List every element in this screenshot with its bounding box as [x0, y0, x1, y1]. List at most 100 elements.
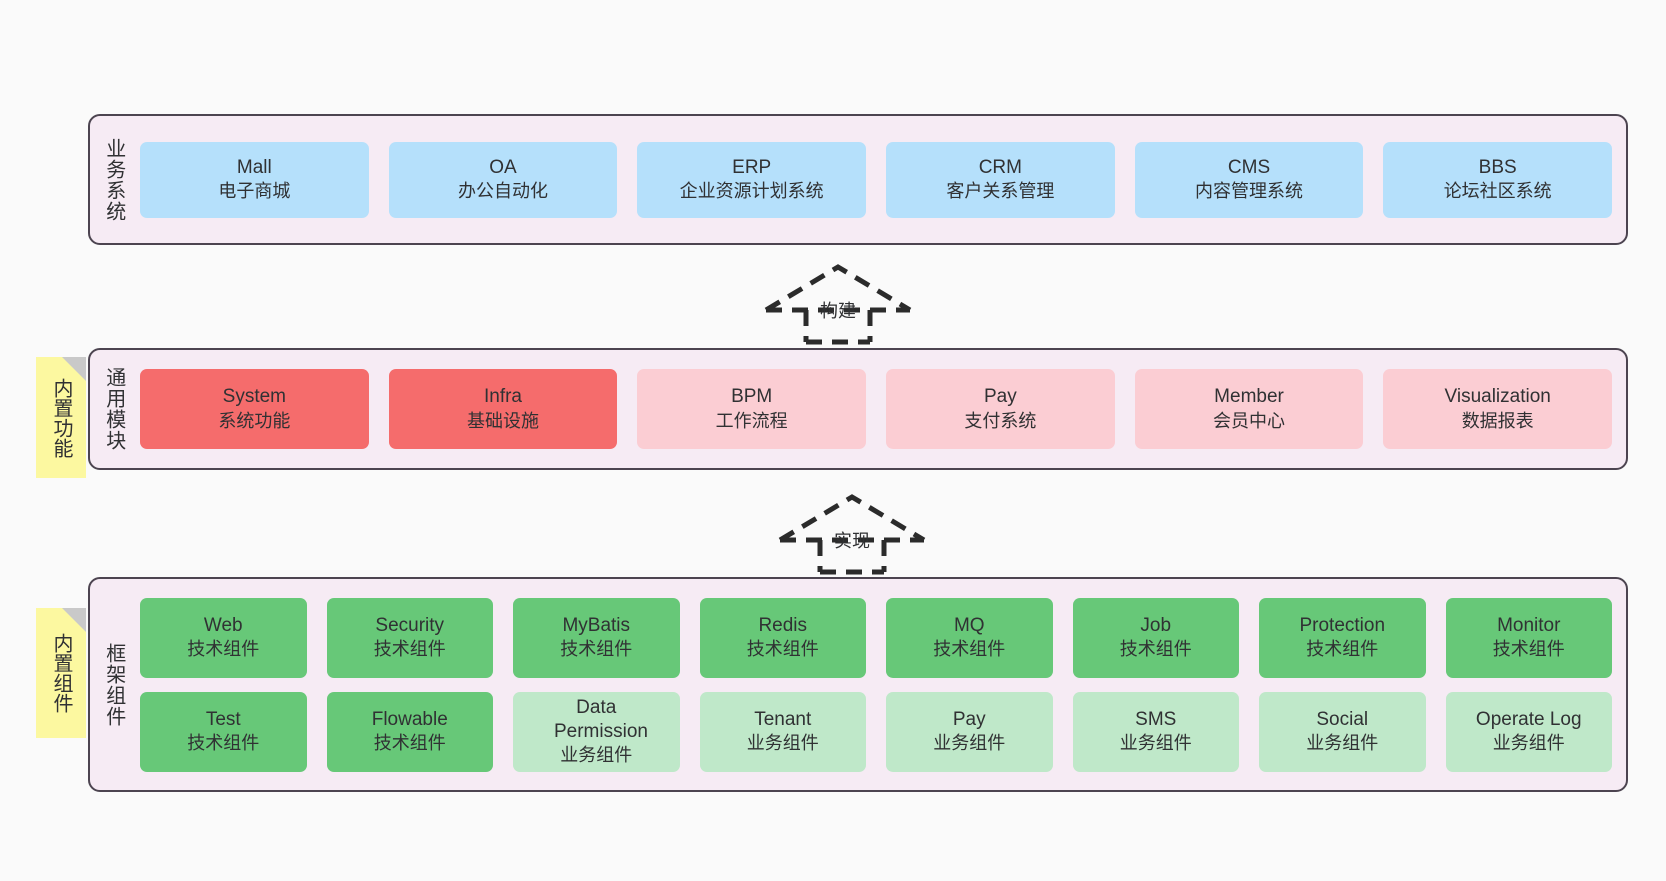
layer-framework-component: 框架组件 Web 技术组件 Security 技术组件 MyBatis 技术组件… [88, 577, 1628, 792]
note-fold-icon [62, 357, 86, 381]
card-desc: 工作流程 [715, 410, 788, 431]
layer-common-module: 通用模块 System 系统功能 Infra 基础设施 BPM 工作流程 Pay… [88, 348, 1628, 470]
card-name: Social [1316, 708, 1369, 730]
card-desc: 业务组件 [1119, 733, 1192, 754]
framework-card-mybatis[interactable]: MyBatis 技术组件 [513, 597, 680, 678]
card-desc: 内容管理系统 [1195, 181, 1304, 202]
framework-card-mq[interactable]: MQ 技术组件 [886, 597, 1053, 678]
framework-card-sms[interactable]: SMS 业务组件 [1072, 691, 1239, 772]
card-desc: 数据报表 [1461, 410, 1534, 431]
card-name: Mall [236, 156, 272, 178]
card-desc: 支付系统 [964, 410, 1037, 431]
card-name: SMS [1135, 708, 1177, 730]
layer-module-title: 通用模块 [102, 367, 125, 451]
business-card-cms[interactable]: CMS 内容管理系统 [1134, 141, 1364, 218]
card-name: Flowable [371, 708, 448, 730]
connector-build-label: 构建 [820, 301, 856, 321]
framework-card-pay[interactable]: Pay 业务组件 [886, 691, 1053, 772]
card-name: Visualization [1444, 386, 1551, 408]
framework-card-protection[interactable]: Protection 技术组件 [1259, 597, 1426, 678]
card-desc: 技术组件 [1306, 639, 1379, 660]
business-card-oa[interactable]: OA 办公自动化 [388, 141, 618, 218]
framework-card-job[interactable]: Job 技术组件 [1072, 597, 1239, 678]
card-name: Protection [1299, 614, 1386, 636]
arrow-stem [817, 540, 887, 575]
card-name: Operate Log [1475, 708, 1582, 730]
note-builtin-function: 内置功能 [36, 357, 86, 478]
note-label: 内置功能 [50, 377, 72, 458]
connector-build: 构建 [760, 262, 940, 345]
card-desc: 客户关系管理 [946, 181, 1055, 202]
framework-biz-row: Test 技术组件 Flowable 技术组件 Data Permission … [140, 691, 1612, 772]
card-name: Pay [952, 708, 986, 730]
framework-card-web[interactable]: Web 技术组件 [140, 597, 307, 678]
card-name: CRM [978, 156, 1022, 178]
layer-business-body: Mall 电子商城 OA 办公自动化 ERP 企业资源计划系统 CRM 客户关系… [136, 116, 1626, 243]
card-desc: 技术组件 [373, 639, 446, 660]
card-desc: 论坛社区系统 [1443, 181, 1552, 202]
card-desc: 业务组件 [746, 733, 819, 754]
card-name: Data Permission [553, 696, 648, 742]
card-name: Job [1140, 614, 1172, 636]
card-name: System [222, 386, 287, 408]
framework-card-operate-log[interactable]: Operate Log 业务组件 [1445, 691, 1612, 772]
module-row: System 系统功能 Infra 基础设施 BPM 工作流程 Pay 支付系统… [140, 369, 1613, 449]
module-card-system[interactable]: System 系统功能 [140, 369, 369, 449]
card-desc: 技术组件 [560, 639, 633, 660]
card-name: MyBatis [562, 614, 631, 636]
framework-card-flowable[interactable]: Flowable 技术组件 [326, 691, 493, 772]
module-card-pay[interactable]: Pay 支付系统 [886, 369, 1115, 449]
layer-framework-title: 框架组件 [102, 642, 125, 727]
arrow-head-triangle [778, 494, 926, 543]
module-card-member[interactable]: Member 会员中心 [1134, 369, 1364, 449]
framework-card-tenant[interactable]: Tenant 业务组件 [699, 691, 866, 772]
layer-module-body: System 系统功能 Infra 基础设施 BPM 工作流程 Pay 支付系统… [136, 350, 1626, 468]
card-name: Monitor [1497, 614, 1561, 636]
business-card-mall[interactable]: Mall 电子商城 [140, 141, 369, 218]
card-desc: 办公自动化 [458, 181, 548, 202]
card-name: Redis [758, 614, 808, 636]
module-card-visualization[interactable]: Visualization 数据报表 [1383, 369, 1613, 449]
card-desc: 技术组件 [1492, 639, 1565, 660]
card-name: Security [375, 614, 445, 636]
layer-business-title: 业务系统 [102, 137, 125, 222]
card-name: ERP [732, 156, 772, 178]
card-name: BPM [731, 386, 773, 408]
connector-implement-label: 实现 [834, 531, 870, 551]
note-label: 内置组件 [50, 633, 72, 713]
card-name: Test [205, 708, 241, 730]
framework-card-test[interactable]: Test 技术组件 [140, 691, 307, 772]
card-name: OA [489, 156, 517, 178]
framework-card-social[interactable]: Social 业务组件 [1259, 691, 1426, 772]
module-card-bpm[interactable]: BPM 工作流程 [637, 369, 867, 449]
card-desc: 业务组件 [1492, 733, 1565, 754]
business-card-bbs[interactable]: BBS 论坛社区系统 [1383, 141, 1613, 218]
framework-card-data-permission[interactable]: Data Permission 业务组件 [513, 691, 680, 772]
business-card-crm[interactable]: CRM 客户关系管理 [886, 141, 1115, 218]
framework-card-redis[interactable]: Redis 技术组件 [699, 597, 866, 678]
business-card-erp[interactable]: ERP 企业资源计划系统 [637, 141, 867, 218]
card-name: Infra [483, 386, 523, 408]
arrow-head-triangle [764, 264, 912, 313]
card-desc: 技术组件 [187, 733, 260, 754]
card-desc: 技术组件 [187, 639, 260, 660]
card-name: Member [1214, 386, 1284, 408]
connector-implement: 实现 [774, 492, 954, 575]
card-desc: 企业资源计划系统 [679, 181, 824, 202]
card-desc: 技术组件 [373, 733, 446, 754]
card-desc: 技术组件 [1119, 639, 1192, 660]
card-desc: 基础设施 [467, 410, 539, 431]
framework-card-monitor[interactable]: Monitor 技术组件 [1445, 597, 1612, 678]
layer-framework-body: Web 技术组件 Security 技术组件 MyBatis 技术组件 Redi… [136, 579, 1626, 790]
module-card-infra[interactable]: Infra 基础设施 [388, 369, 618, 449]
framework-tech-row: Web 技术组件 Security 技术组件 MyBatis 技术组件 Redi… [140, 597, 1612, 678]
card-name: Web [203, 614, 243, 636]
card-name: Pay [983, 386, 1017, 408]
card-name: Tenant [754, 708, 812, 730]
card-desc: 系统功能 [218, 410, 291, 431]
card-desc: 技术组件 [746, 639, 819, 660]
card-desc: 业务组件 [560, 745, 633, 766]
card-desc: 技术组件 [933, 639, 1006, 660]
framework-card-security[interactable]: Security 技术组件 [326, 597, 493, 678]
